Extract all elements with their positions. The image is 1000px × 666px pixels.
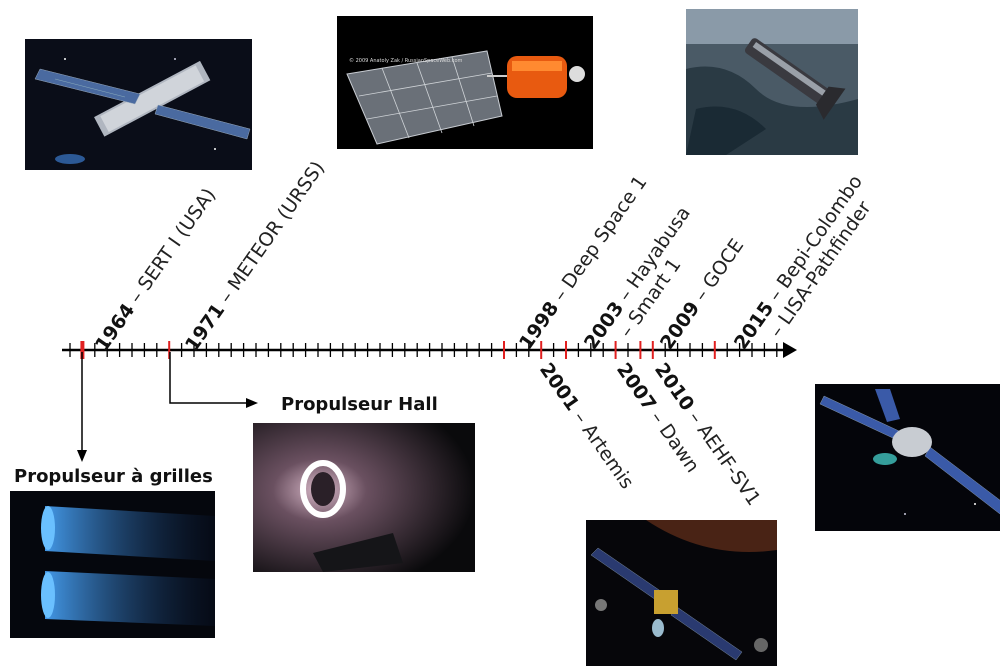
- hall-thruster-heading: Propulseur Hall: [281, 394, 438, 415]
- photo-credit: © 2009 Anatoly Zak / RussianSpaceWeb.com: [349, 57, 463, 64]
- gridded-thruster-arrowhead: [77, 450, 87, 462]
- hall-thruster-photo: [253, 423, 475, 572]
- sert-satellite-photo: [25, 39, 252, 170]
- dawn-spacecraft-photo: [586, 520, 777, 666]
- gridded-thruster-photo: [10, 491, 215, 638]
- goce-satellite-photo: [686, 9, 858, 155]
- gridded-thruster-heading: Propulseur à grilles: [14, 466, 213, 487]
- hall-thruster-arrowhead: [246, 398, 258, 408]
- bepi-colombo-photo: [815, 384, 1000, 531]
- timeline-year-markers: [80, 341, 716, 359]
- timeline-arrowhead: [783, 342, 797, 358]
- meteor-satellite-photo: © 2009 Anatoly Zak / RussianSpaceWeb.com: [337, 16, 593, 149]
- hall-thruster-arrow: [169, 352, 248, 404]
